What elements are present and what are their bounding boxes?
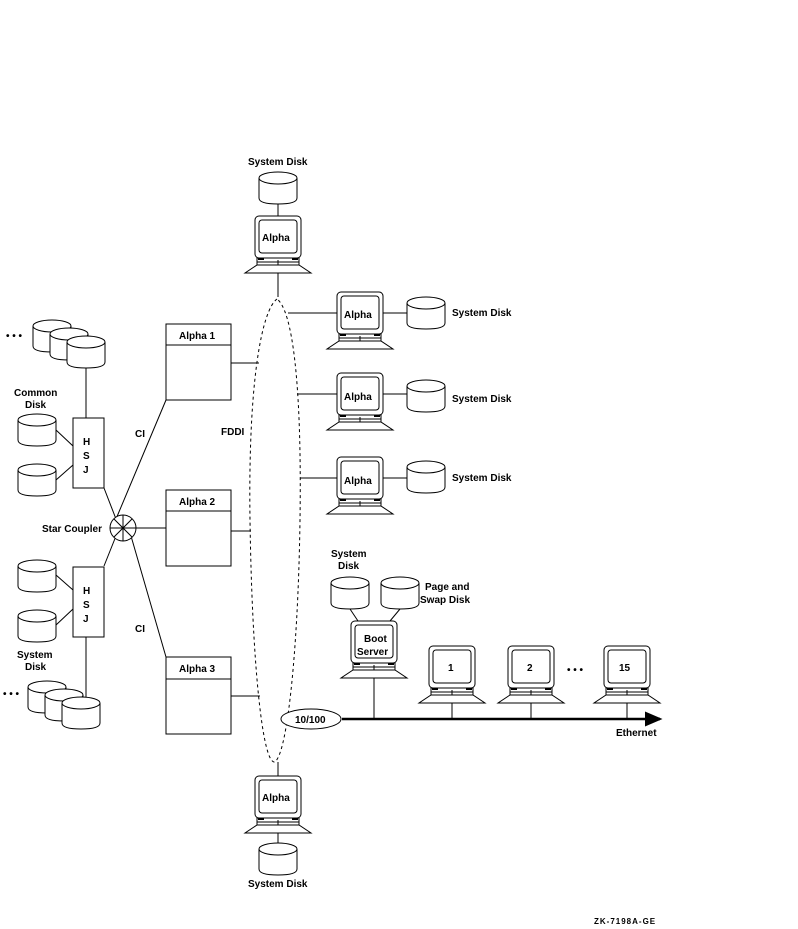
system-disk-label: System Disk <box>452 394 512 405</box>
boot-system-disk <box>330 576 370 610</box>
system-disk <box>17 559 57 593</box>
bottom-alpha-label: Alpha <box>262 793 290 804</box>
system-disk-label: System Disk <box>452 473 512 484</box>
boot-label: Boot <box>364 634 387 645</box>
satellite-label: 2 <box>527 663 533 674</box>
cluster-node-alpha-1: Alpha 1 <box>165 323 259 401</box>
boot-server-group: System Disk Page and Swap Disk Boot Serv… <box>330 549 470 719</box>
hsj-controller-upper: • • • H S J Common Disk <box>6 319 106 497</box>
system-disk <box>406 460 446 494</box>
satellite-1: 1 <box>418 645 486 719</box>
cluster-node-alpha-2: Alpha 2 <box>165 489 251 567</box>
system-disk <box>17 609 57 643</box>
fddi-label: FDDI <box>221 427 245 438</box>
page-swap-label-2: Swap Disk <box>420 595 470 606</box>
top-system-disk-label: System Disk <box>248 157 308 168</box>
top-alpha-workstation <box>244 215 312 274</box>
server-label: Server <box>357 647 388 658</box>
system-disk-label-2: Disk <box>25 662 47 673</box>
cluster-node-alpha-3: Alpha 3 <box>165 656 260 735</box>
hsj-letter: H <box>83 437 90 448</box>
hsj-letter: H <box>83 586 90 597</box>
bottom-system-disk-label: System Disk <box>248 879 308 890</box>
satellite-2: 2 <box>497 645 565 719</box>
system-disk-label: System Disk <box>452 308 512 319</box>
ethernet-label: Ethernet <box>616 728 657 739</box>
satellite-label: 15 <box>619 663 631 674</box>
bottom-workstation-group: Alpha System Disk <box>244 762 312 890</box>
alpha-label: Alpha <box>344 476 372 487</box>
boot-system-disk-label-1: System <box>331 549 367 560</box>
right-workstation-1: Alpha System Disk <box>288 291 512 350</box>
hsj-letter: J <box>83 614 89 625</box>
node-label: Alpha 1 <box>179 331 216 342</box>
common-disk <box>17 463 57 497</box>
ellipsis: • • • <box>3 689 20 700</box>
hsj-letter: S <box>83 451 90 462</box>
alpha-label: Alpha <box>344 392 372 403</box>
system-disk-label-1: System <box>17 650 53 661</box>
ellipsis: • • • <box>6 331 23 342</box>
satellites-ellipsis: • • • <box>567 665 584 676</box>
page-swap-disk <box>380 576 420 610</box>
ci-label-bottom: CI <box>135 624 145 635</box>
hsj-controller-lower: H S J System Disk • • • <box>3 559 105 730</box>
fddi-ring <box>249 298 301 763</box>
right-workstation-2: Alpha System Disk <box>297 372 512 431</box>
figure-id: ZK-7198A-GE <box>594 917 656 926</box>
ci-label-top: CI <box>135 429 145 440</box>
alpha-label: Alpha <box>344 310 372 321</box>
bottom-system-disk <box>258 842 298 876</box>
satellite-15: 15 <box>593 645 661 719</box>
top-alpha-label: Alpha <box>262 233 290 244</box>
common-disk-label-1: Common <box>14 388 57 399</box>
top-workstation-group: System Disk Alpha <box>244 157 312 297</box>
right-workstation-3: Alpha System Disk <box>300 456 512 515</box>
system-disk <box>406 296 446 330</box>
page-swap-label-1: Page and <box>425 582 469 593</box>
speed-bridge <box>280 708 342 730</box>
common-disk <box>17 413 57 447</box>
boot-system-disk-label-2: Disk <box>338 561 360 572</box>
node-label: Alpha 2 <box>179 497 216 508</box>
speed-label: 10/100 <box>295 715 326 726</box>
common-disk-label-2: Disk <box>25 400 47 411</box>
satellite-label: 1 <box>448 663 454 674</box>
system-disk <box>406 379 446 413</box>
bottom-alpha-workstation <box>244 775 312 834</box>
node-label: Alpha 3 <box>179 664 216 675</box>
hsj-letter: S <box>83 600 90 611</box>
hsj-letter: J <box>83 465 89 476</box>
top-system-disk <box>258 171 298 205</box>
star-coupler-label: Star Coupler <box>42 524 102 535</box>
star-coupler <box>103 399 167 658</box>
